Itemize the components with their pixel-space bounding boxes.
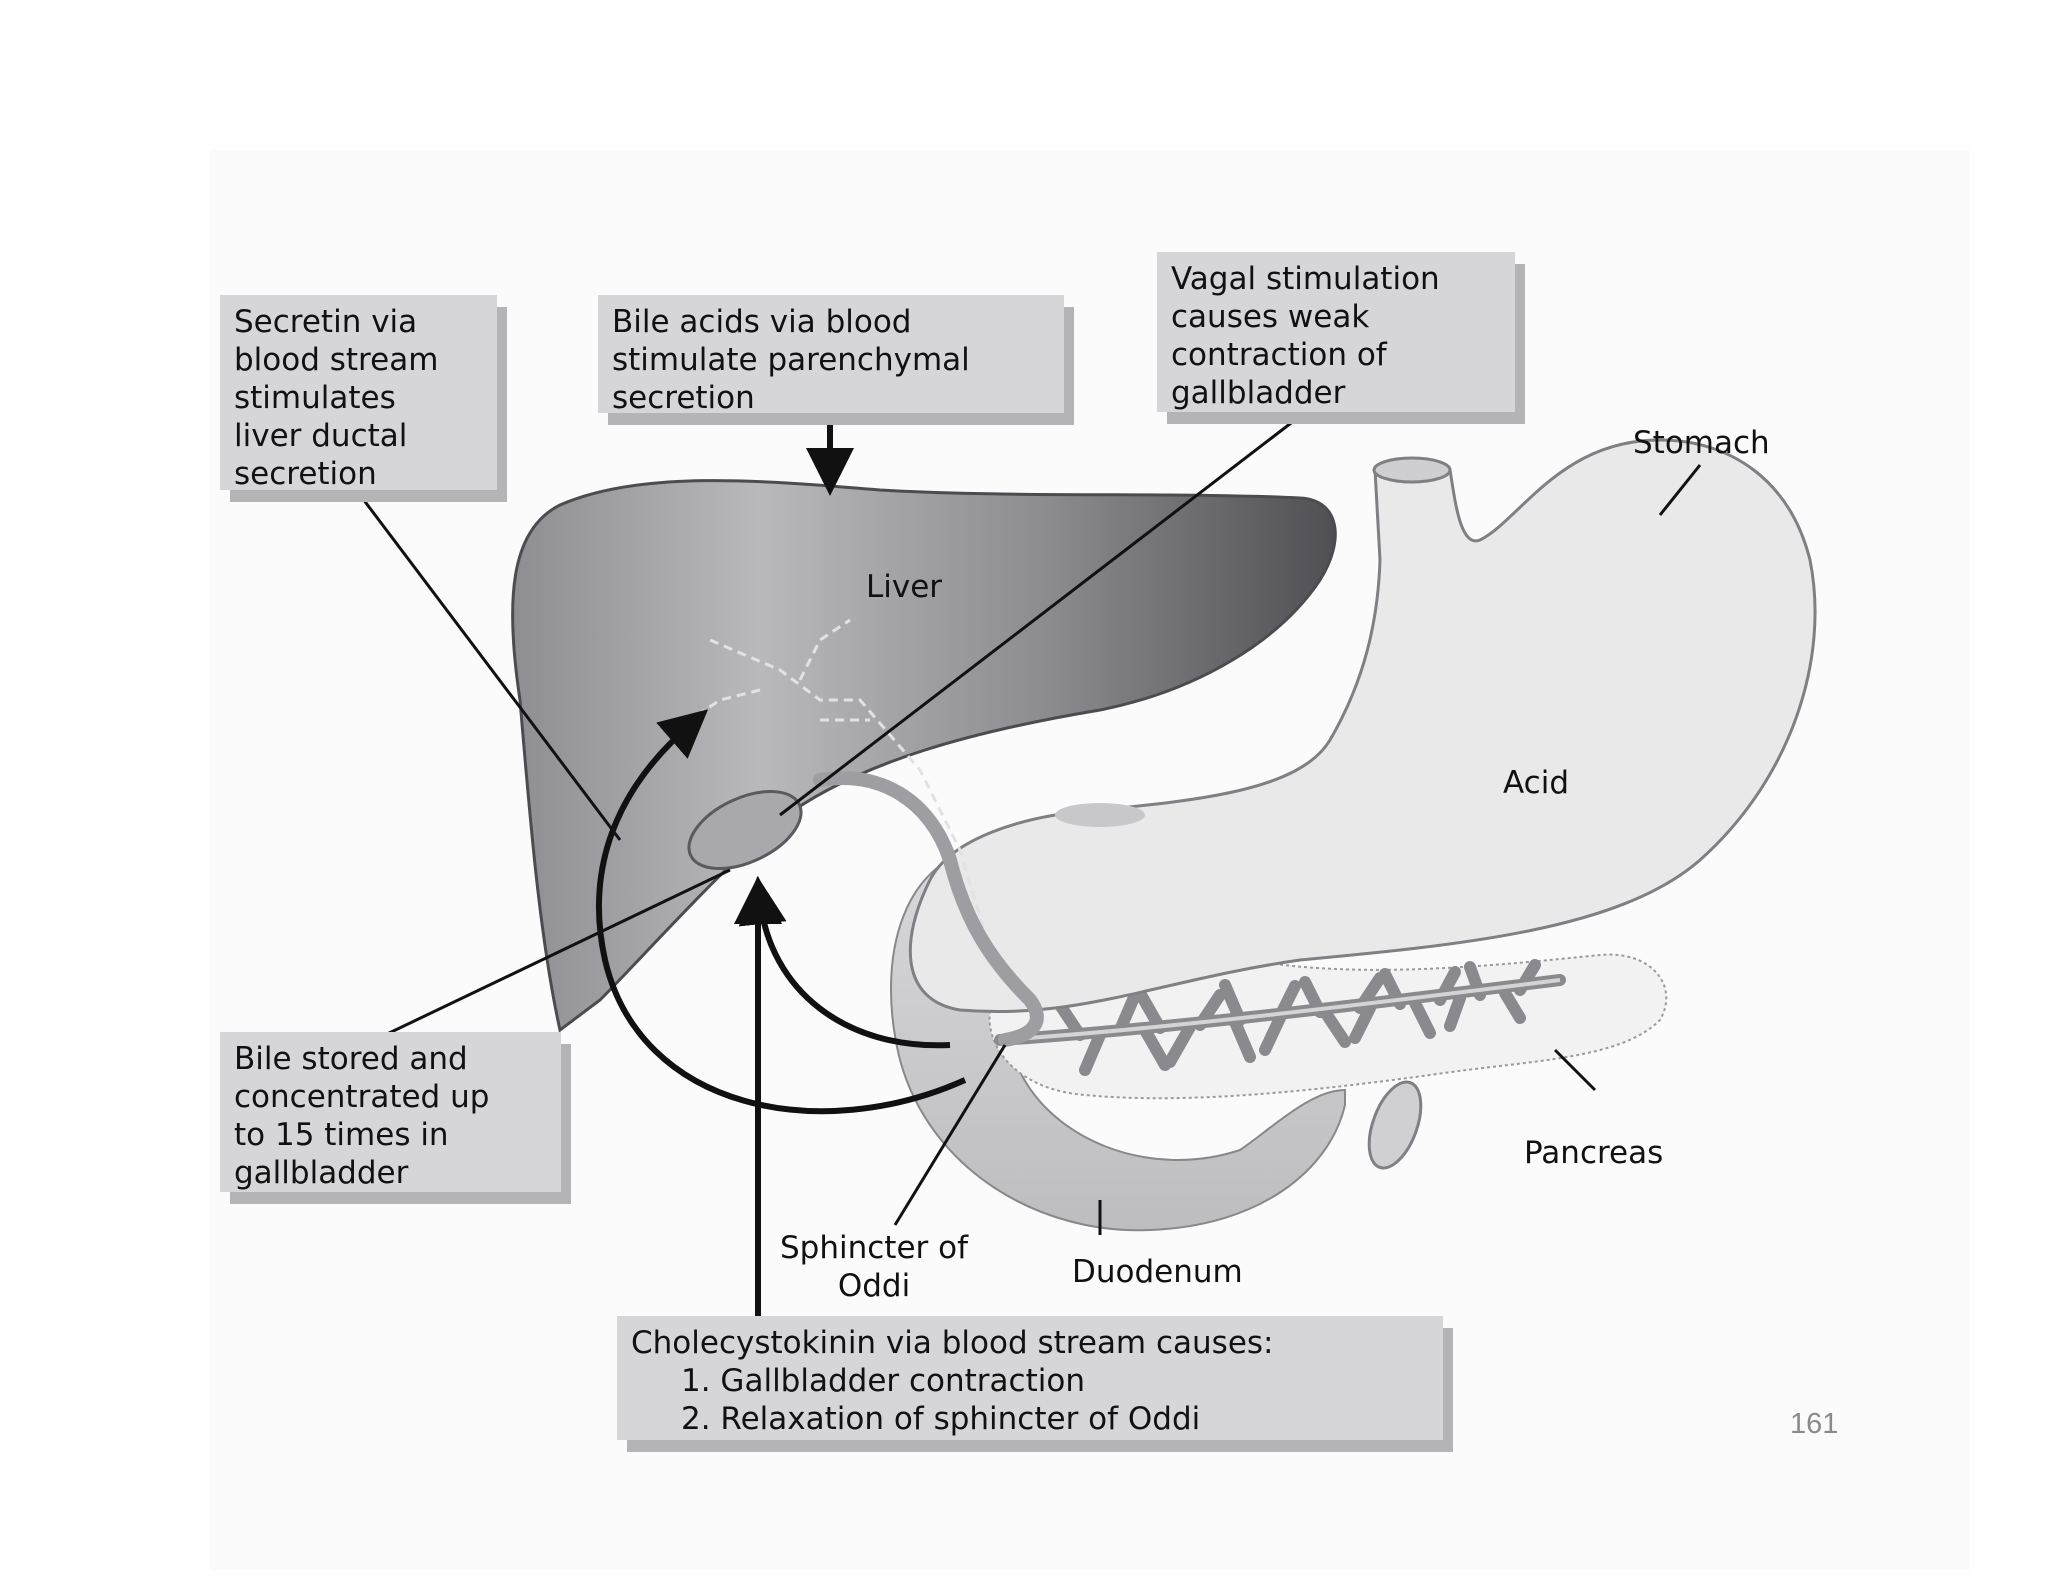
pancreas-label: Pancreas	[1524, 1135, 1664, 1171]
acid-label: Acid	[1503, 765, 1569, 801]
liver-shape	[511, 479, 1337, 1033]
common-bile-duct	[813, 771, 1044, 1047]
stomach-label: Stomach	[1633, 425, 1770, 461]
page-number: 161	[1790, 1408, 1839, 1440]
leader-lines	[358, 418, 1702, 1235]
cholecystokinin-item-2: 2. Relaxation of sphincter of Oddi	[681, 1401, 1201, 1437]
liver-label: Liver	[866, 569, 943, 605]
stimulus-arrows	[596, 418, 967, 1318]
cholecystokinin-item-1: 1. Gallbladder contraction	[681, 1363, 1085, 1399]
sphincter-of-oddi-label: Sphincter of Oddi	[780, 1230, 969, 1304]
stomach-shape	[908, 438, 1817, 1014]
vagal-callout: Vagal stimulation causes weak contractio…	[1157, 252, 1515, 412]
bile-stored-callout: Bile stored and concentrated up to 15 ti…	[220, 1032, 561, 1192]
cholecystokinin-callout: Cholecystokinin via blood stream causes:…	[617, 1316, 1443, 1440]
duodenum-label: Duodenum	[1072, 1254, 1243, 1290]
gallbladder-shape	[687, 789, 803, 871]
cholecystokinin-heading: Cholecystokinin via blood stream causes:	[631, 1325, 1274, 1361]
bile-acids-callout: Bile acids via blood stimulate parenchym…	[598, 295, 1064, 416]
secretin-callout: Secretin via blood stream stimulates liv…	[220, 295, 497, 492]
esophagus-opening	[1372, 456, 1452, 484]
